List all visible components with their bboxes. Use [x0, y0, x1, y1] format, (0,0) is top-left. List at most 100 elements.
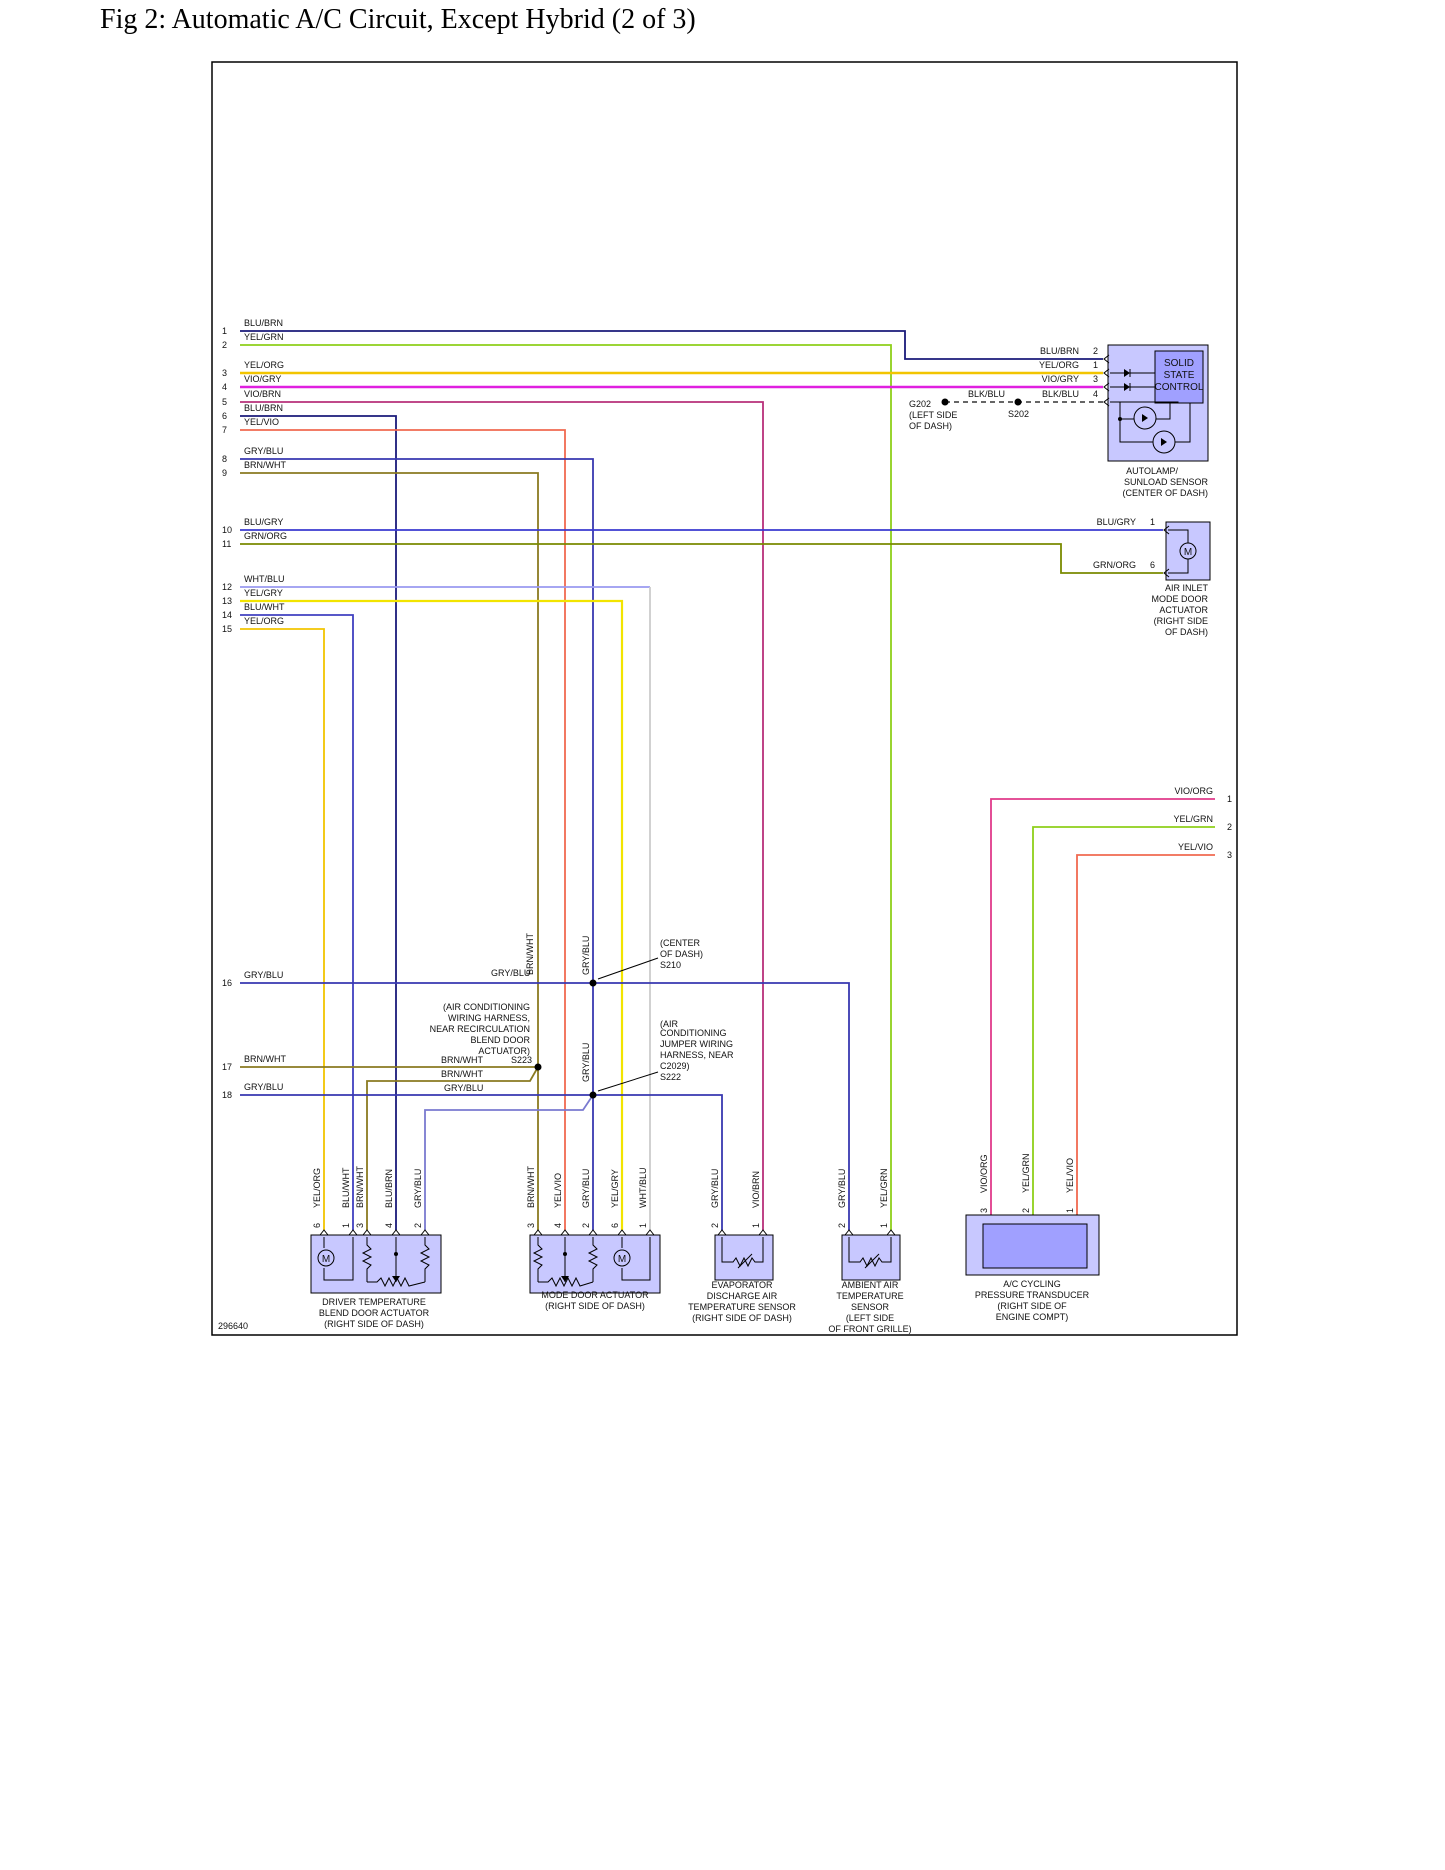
connector-pin-number: 2	[837, 1223, 847, 1228]
evap-caption-1: EVAPORATOR	[711, 1280, 773, 1290]
right-pin-wire-label: YEL/GRN	[1173, 814, 1213, 824]
left-pin-number: 8	[222, 454, 227, 464]
air-inlet-motor-symbol: M	[1184, 547, 1192, 558]
mode-caption-1: MODE DOOR ACTUATOR	[541, 1290, 649, 1300]
s223-note-4: BLEND DOOR	[470, 1035, 530, 1045]
ground-g202-dot	[941, 398, 949, 406]
left-pin-number: 13	[222, 596, 232, 606]
s222-note-2: CONDITIONING	[660, 1028, 727, 1038]
wire-yel-org-15	[240, 628, 325, 1230]
wire-brn-wht-9	[240, 472, 539, 1230]
figure-id: 296640	[218, 1321, 248, 1331]
left-pin-wire-label: VIO/BRN	[244, 389, 281, 399]
sunload-pin-number: 4	[1093, 389, 1098, 399]
s223-wire-label-3: GRY/BLU	[444, 1083, 483, 1093]
left-pin-number: 5	[222, 397, 227, 407]
left-pin-number: 17	[222, 1062, 232, 1072]
sunload-caption-1: AUTOLAMP/	[1126, 466, 1178, 476]
connector-pin-number: 3	[526, 1223, 536, 1228]
s210-note-1: (CENTER	[660, 938, 700, 948]
left-pin-number: 4	[222, 382, 227, 392]
left-pin-wire-label: BLU/BRN	[244, 403, 283, 413]
air-inlet-caption-3: ACTUATOR	[1159, 605, 1208, 615]
sunload-pin-number: 3	[1093, 374, 1098, 384]
left-pin-wire-label: BRN/WHT	[244, 1054, 286, 1064]
sunload-pin-connector	[1103, 397, 1110, 407]
solid-state-label-2: STATE	[1164, 370, 1195, 381]
left-pin-number: 1	[222, 326, 227, 336]
sunload-pin-wire-label: BLK/BLU	[1042, 389, 1079, 399]
splice-s210-dot	[589, 979, 597, 987]
left-pin-number: 7	[222, 425, 227, 435]
left-pin-number: 14	[222, 610, 232, 620]
left-pin-wire-label: GRY/BLU	[244, 970, 283, 980]
left-pin-wire-label: YEL/GRY	[244, 588, 283, 598]
sunload-pin-number: 2	[1093, 346, 1098, 356]
left-pin-number: 2	[222, 340, 227, 350]
connector-pin	[420, 1229, 430, 1236]
connector-wire-label: GRY/BLU	[837, 1169, 847, 1208]
left-pin-wire-label: WHT/BLU	[244, 574, 285, 584]
connector-wire-label: BLU/BRN	[384, 1169, 394, 1208]
transducer-caption-4: ENGINE COMPT)	[996, 1312, 1069, 1322]
connector-pin	[844, 1229, 854, 1236]
driver-caption-2: BLEND DOOR ACTUATOR	[319, 1308, 430, 1318]
s222-note-4: HARNESS, NEAR	[660, 1050, 734, 1060]
s223-id: S223	[511, 1055, 532, 1065]
wire-gry-blu-18	[240, 1094, 723, 1230]
s210-left-wire-label: GRY/BLU	[491, 968, 530, 978]
connector-pin-number: 1	[638, 1223, 648, 1228]
connector-wire-label: YEL/ORG	[312, 1168, 322, 1208]
connector-pin	[362, 1229, 372, 1236]
driver-caption-1: DRIVER TEMPERATURE	[322, 1297, 426, 1307]
wire-gry-blu-branch	[424, 1094, 594, 1230]
connector-wire-label: BRN/WHT	[526, 1166, 536, 1208]
sunload-caption-3: (CENTER OF DASH)	[1123, 488, 1209, 498]
air-inlet-caption-2: MODE DOOR	[1151, 594, 1208, 604]
s222-up-label: GRY/BLU	[581, 1043, 591, 1082]
connector-wire-label: YEL/VIO	[553, 1173, 563, 1208]
wire-blu-brn-1	[240, 330, 1103, 360]
connector-pin-number: 2	[413, 1223, 423, 1228]
connector-pin-number: 1	[341, 1223, 351, 1228]
left-pin-number: 11	[222, 539, 231, 549]
connector-pin	[391, 1229, 401, 1236]
connector-pin	[758, 1229, 768, 1236]
right-pin-number: 2	[1227, 822, 1232, 832]
left-pin-wire-label: YEL/ORG	[244, 616, 284, 626]
connector-wire-label: GRY/BLU	[710, 1169, 720, 1208]
connector-wire-label: YEL/GRN	[879, 1168, 889, 1208]
s222-note-1: (AIR	[660, 1019, 679, 1029]
connector-pin	[617, 1229, 627, 1236]
wire-grn-org-11	[240, 543, 1163, 574]
left-pin-wire-label: BRN/WHT	[244, 460, 286, 470]
connector-pin-number: 1	[879, 1223, 889, 1228]
connector-pin-number: 1	[1065, 1208, 1075, 1213]
left-pin-wire-label: GRY/BLU	[244, 446, 283, 456]
air-inlet-caption-1: AIR INLET	[1165, 583, 1209, 593]
wire-gry-blu-16	[240, 982, 850, 1230]
air-inlet-caption-5: OF DASH)	[1165, 627, 1208, 637]
ground-wire-label: BLK/BLU	[968, 389, 1005, 399]
air-inlet-pin-connector	[1163, 568, 1170, 578]
right-pin-wire-label: YEL/VIO	[1178, 842, 1213, 852]
splice-s223-dot	[534, 1063, 542, 1071]
left-pin-number: 12	[222, 582, 232, 592]
s210-up-label-gry: GRY/BLU	[581, 936, 591, 975]
connector-pin-number: 2	[1021, 1208, 1031, 1213]
left-pin-wire-label: VIO/GRY	[244, 374, 281, 384]
wire-yel-vio-7	[240, 429, 566, 1230]
evaporator-sensor: EVAPORATOR DISCHARGE AIR TEMPERATURE SEN…	[688, 1234, 796, 1323]
mode-door-actuator: M MODE DOOR ACTUATOR (RIGHT SIDE OF DASH…	[529, 1234, 661, 1311]
left-pin-wire-label: YEL/GRN	[244, 332, 284, 342]
s222-id: S222	[660, 1072, 681, 1082]
connector-pin	[348, 1229, 358, 1236]
evap-caption-4: (RIGHT SIDE OF DASH)	[692, 1313, 792, 1323]
connector-pin-number: 2	[581, 1223, 591, 1228]
wire-yel-gry-13	[240, 599, 624, 1230]
wire-blu-wht-14	[240, 614, 354, 1230]
evap-caption-2: DISCHARGE AIR	[707, 1291, 778, 1301]
s223-note-1: (AIR CONDITIONING	[443, 1002, 530, 1012]
sunload-pin-wire-label: BLU/BRN	[1040, 346, 1079, 356]
wire-yel-grn-r2	[1032, 826, 1215, 1215]
